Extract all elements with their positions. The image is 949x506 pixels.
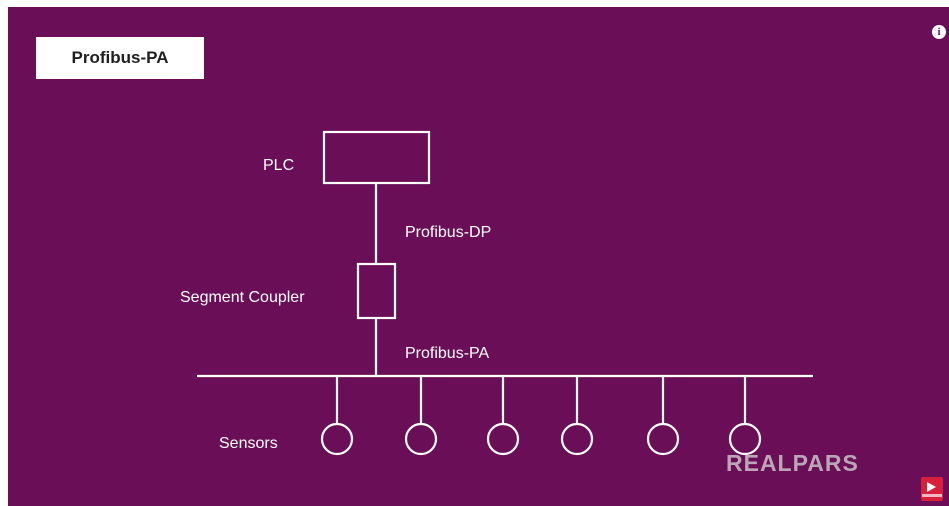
realpars-watermark: REALPARS bbox=[726, 450, 859, 476]
segment-coupler-label: Segment Coupler bbox=[180, 289, 305, 306]
info-icon[interactable]: i bbox=[932, 25, 946, 39]
diagram-slide: Profibus-PA i bbox=[8, 7, 949, 506]
sensor-4 bbox=[560, 376, 594, 456]
network-diagram bbox=[197, 130, 813, 456]
sensor-1 bbox=[320, 376, 354, 456]
subscribe-strip bbox=[922, 494, 942, 497]
sensors-label: Sensors bbox=[219, 435, 278, 452]
sensor-2 bbox=[404, 376, 438, 456]
play-icon bbox=[927, 482, 936, 492]
profibus-pa-label: Profibus-PA bbox=[405, 345, 490, 362]
sensor-3 bbox=[486, 376, 520, 456]
youtube-subscribe-icon[interactable] bbox=[921, 477, 943, 501]
segment-coupler-box bbox=[356, 262, 397, 320]
profibus-dp-label: Profibus-DP bbox=[405, 224, 492, 241]
sensor-5 bbox=[646, 376, 680, 456]
plc-box bbox=[322, 130, 431, 185]
sensor-6 bbox=[728, 376, 762, 456]
plc-label: PLC bbox=[263, 157, 295, 174]
slide-title: Profibus-PA bbox=[36, 37, 204, 79]
